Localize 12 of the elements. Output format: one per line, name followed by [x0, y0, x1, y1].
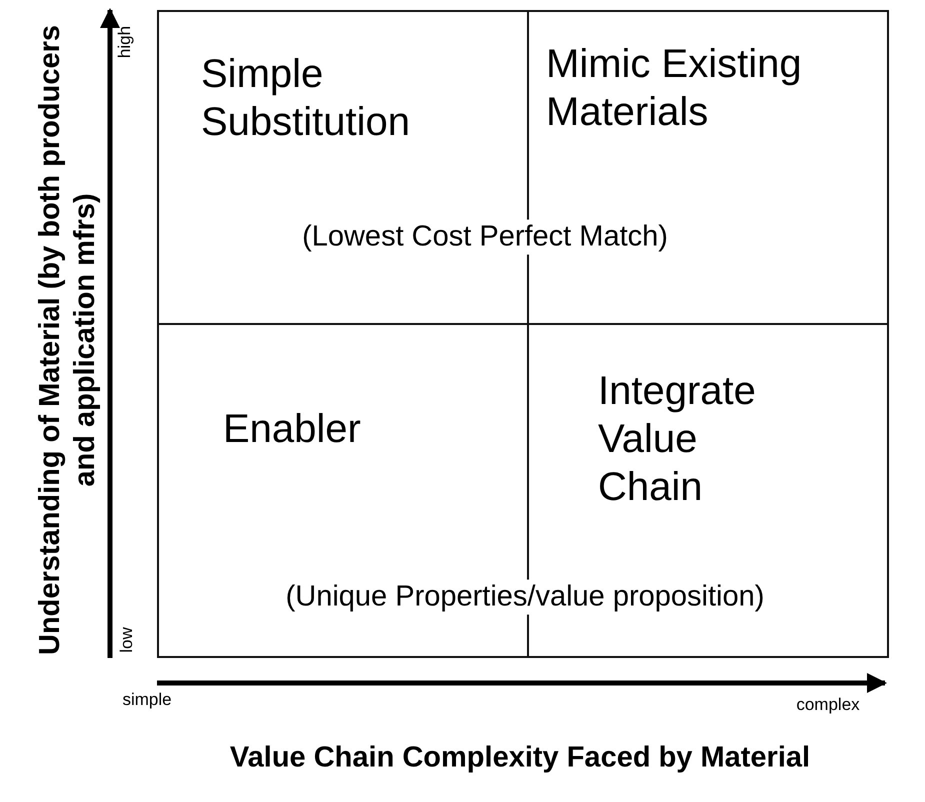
- quadrant-note: (Unique Properties/value proposition): [286, 580, 764, 614]
- axis-end-label: simple: [122, 690, 172, 710]
- quadrant-title: Simple Substitution: [201, 51, 412, 146]
- quadrant-note: (Lowest Cost Perfect Match): [302, 220, 668, 254]
- quadrant-title: Enabler: [223, 406, 362, 453]
- axis-end-label: complex: [796, 694, 860, 716]
- axis-title: Value Chain Complexity Faced by Material: [228, 740, 812, 776]
- quadrant-title: Mimic Existing Materials: [546, 41, 803, 136]
- axis-end-label: low: [116, 627, 137, 653]
- axis-title: Understanding of Material (by both producers and application mfrs): [33, 24, 102, 657]
- axis-end-label: high: [114, 26, 135, 58]
- quadrant-title: Integrate Value Chain: [598, 368, 757, 511]
